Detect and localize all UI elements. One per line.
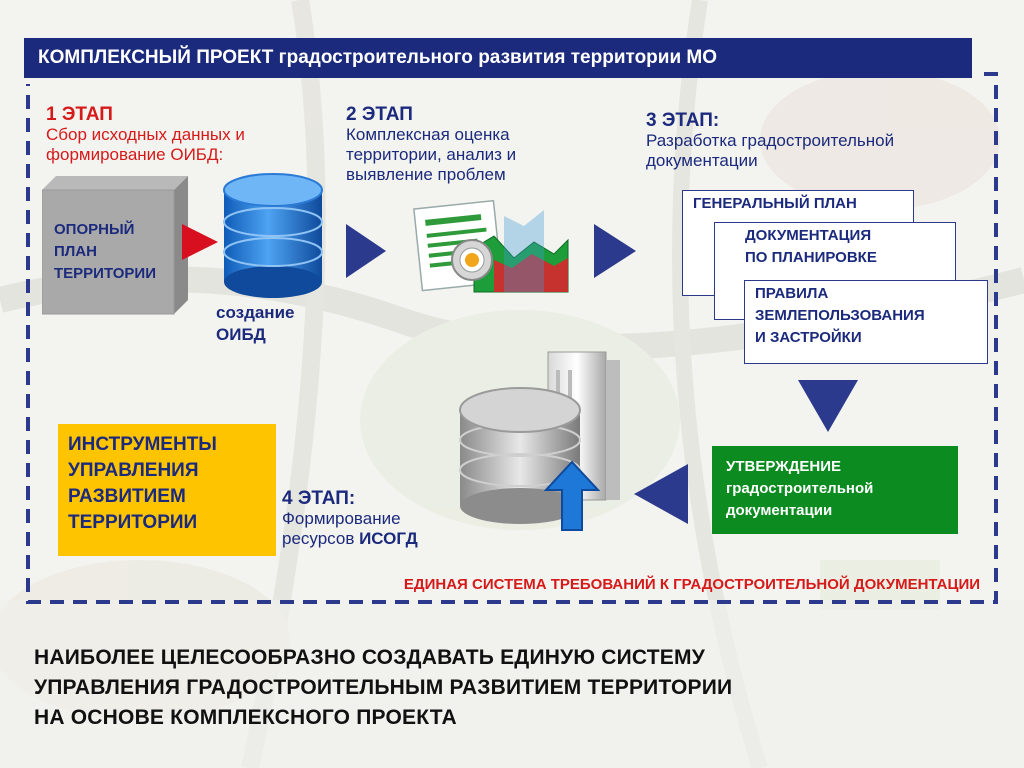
document-chart-icon bbox=[413, 199, 569, 293]
stage1-text-line1: Сбор исходных данных и bbox=[46, 125, 245, 144]
stage3-text-line2: документации bbox=[646, 151, 758, 170]
instruments-line3: РАЗВИТИЕМ bbox=[68, 486, 186, 507]
red-arrow-icon bbox=[182, 224, 218, 260]
base-plan-box bbox=[42, 176, 188, 315]
page-title: КОМПЛЕКСНЫЙ ПРОЕКТ градостроительного ра… bbox=[24, 38, 972, 78]
stage4-text-line1: Формирование bbox=[282, 509, 401, 528]
stage3-text-line1: Разработка градостроительной bbox=[646, 131, 895, 150]
upload-arrow-icon bbox=[544, 460, 600, 531]
stage4-text-bold: ИСОГД bbox=[359, 529, 418, 548]
stage2-text-line1: Комплексная оценка bbox=[346, 125, 510, 144]
doc-rules-line1: ПРАВИЛА bbox=[755, 285, 829, 302]
unified-system-label: ЕДИНАЯ СИСТЕМА ТРЕБОВАНИЙ К ГРАДОСТРОИТЕ… bbox=[403, 576, 980, 593]
doc-rules: ПРАВИЛА ЗЕМЛЕПОЛЬЗОВАНИЯ И ЗАСТРОЙКИ bbox=[744, 280, 988, 364]
conclusion-line3: НА ОСНОВЕ КОМПЛЕКСНОГО ПРОЕКТА bbox=[34, 706, 457, 729]
stage3-header: 3 ЭТАП: Разработка градостроительной док… bbox=[646, 110, 986, 171]
stage1-number: 1 ЭТАП bbox=[46, 104, 113, 125]
db-caption-line2: ОИБД bbox=[216, 325, 266, 344]
instruments-line4: ТЕРРИТОРИИ bbox=[68, 512, 198, 533]
server-database-icon bbox=[459, 351, 620, 524]
stage4-number: 4 ЭТАП: bbox=[282, 488, 356, 509]
stage1-text-line2: формирование ОИБД: bbox=[46, 145, 224, 164]
instruments-line2: УПРАВЛЕНИЯ bbox=[68, 460, 199, 481]
conclusion-line2: УПРАВЛЕНИЯ ГРАДОСТРОИТЕЛЬНЫМ РАЗВИТИЕМ Т… bbox=[34, 676, 733, 699]
stage2-text-line2: территории, анализ и bbox=[346, 145, 517, 164]
doc-rules-line2: ЗЕМЛЕПОЛЬЗОВАНИЯ bbox=[755, 307, 925, 324]
stage2-text-line3: выявление проблем bbox=[346, 165, 506, 184]
stage2-number: 2 ЭТАП bbox=[346, 104, 413, 125]
stage4-header: 4 ЭТАП: Формирование ресурсов ИСОГД bbox=[282, 488, 502, 549]
approval-line1: УТВЕРЖДЕНИЕ bbox=[726, 458, 842, 475]
conclusion-line1: НАИБОЛЕЕ ЦЕЛЕСООБРАЗНО СОЗДАВАТЬ ЕДИНУЮ … bbox=[34, 646, 705, 669]
stage2-header: 2 ЭТАП Комплексная оценка территории, ан… bbox=[346, 104, 606, 185]
base-plan-label-line3: ТЕРРИТОРИИ bbox=[54, 265, 156, 282]
stage3-number: 3 ЭТАП: bbox=[646, 110, 720, 131]
stage4-text-prefix: ресурсов bbox=[282, 529, 360, 548]
instruments-box: ИНСТРУМЕНТЫ УПРАВЛЕНИЯ РАЗВИТИЕМ ТЕРРИТО… bbox=[58, 424, 276, 556]
db-caption-line1: создание bbox=[216, 303, 295, 322]
approval-line2: градостроительной bbox=[726, 480, 874, 497]
doc-planning-line2: ПО ПЛАНИРОВКЕ bbox=[745, 249, 877, 266]
arrow-down-icon bbox=[798, 380, 858, 432]
instruments-line1: ИНСТРУМЕНТЫ bbox=[68, 434, 217, 455]
base-plan-label: ОПОРНЫЙ ПЛАН ТЕРРИТОРИИ bbox=[54, 219, 156, 285]
stage4-text-line2: ресурсов ИСОГД bbox=[282, 529, 502, 549]
base-plan-label-line2: ПЛАН bbox=[54, 243, 97, 260]
database-icon bbox=[223, 173, 323, 298]
db-caption: создание ОИБД bbox=[216, 302, 294, 346]
approval-box: УТВЕРЖДЕНИЕ градостроительной документац… bbox=[712, 446, 958, 534]
approval-line3: документации bbox=[726, 502, 833, 519]
stage1-header: 1 ЭТАП Сбор исходных данных и формирован… bbox=[46, 104, 316, 165]
base-plan-label-line1: ОПОРНЫЙ bbox=[54, 221, 135, 238]
doc-general-plan-label: ГЕНЕРАЛЬНЫЙ ПЛАН bbox=[693, 195, 857, 212]
arrow-right-icon-1 bbox=[346, 224, 386, 278]
arrow-left-icon bbox=[634, 464, 688, 524]
doc-rules-line3: И ЗАСТРОЙКИ bbox=[755, 329, 862, 346]
arrow-right-icon-2 bbox=[594, 224, 636, 278]
doc-planning-line1: ДОКУМЕНТАЦИЯ bbox=[745, 227, 872, 244]
